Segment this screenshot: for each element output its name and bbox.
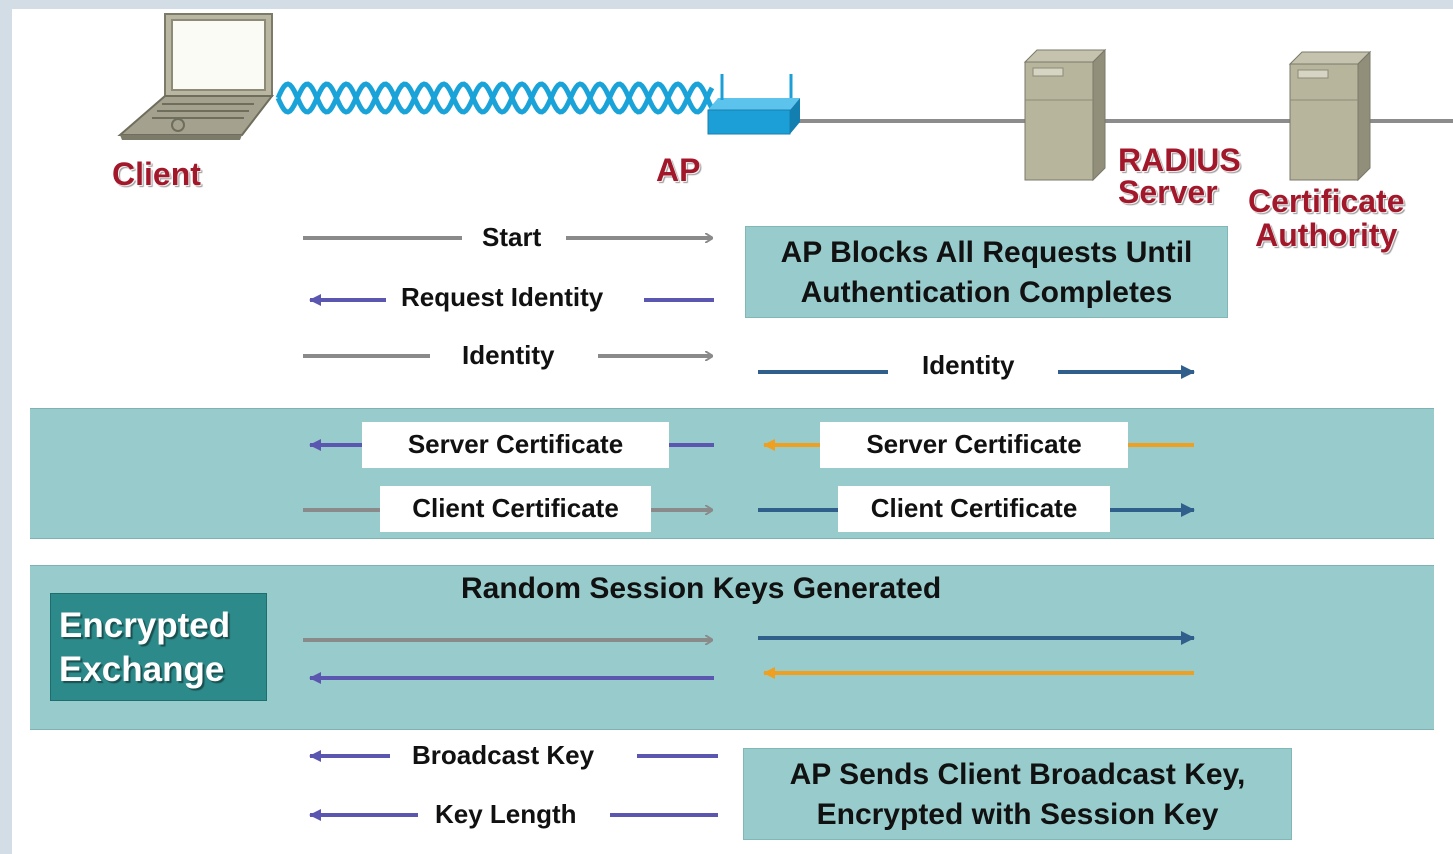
radius-label-line1: RADIUS xyxy=(1118,142,1241,178)
client-label: Client xyxy=(112,156,201,192)
client-cert-ap-text: Client Certificate xyxy=(870,493,1078,523)
client-cert-client-text: Client Certificate xyxy=(412,493,619,523)
session-keys-title: Random Session Keys Generated xyxy=(461,572,942,605)
badge-line2: Exchange xyxy=(59,650,225,689)
server-tower-icon xyxy=(1023,48,1107,182)
ca-label-line2: Authority xyxy=(1255,217,1398,253)
ap-blocks-note: AP Blocks All Requests Until Authenticat… xyxy=(745,226,1228,318)
certificate-exchange-band xyxy=(30,408,1434,539)
server-cert-radius-text: Server Certificate xyxy=(866,429,1082,459)
ap-sends-line1: AP Sends Client Broadcast Key, xyxy=(789,758,1246,791)
msg-start: Start xyxy=(482,222,542,252)
msg-server-cert-radius: Server Certificate xyxy=(820,422,1128,468)
badge-line1: Encrypted xyxy=(59,606,231,645)
msg-request-identity: Request Identity xyxy=(401,282,604,312)
laptop-icon xyxy=(117,13,275,140)
msg-identity-client: Identity xyxy=(462,340,555,370)
msg-server-cert-ap: Server Certificate xyxy=(362,422,669,468)
msg-identity-ap: Identity xyxy=(922,350,1015,380)
access-point-icon xyxy=(707,74,800,135)
ap-sends-line2: Encrypted with Session Key xyxy=(816,798,1219,831)
wireless-wave-icon xyxy=(275,81,715,115)
msg-key-length: Key Length xyxy=(435,799,577,829)
server-cert-ap-text: Server Certificate xyxy=(407,429,624,459)
ap-label: AP xyxy=(656,152,701,188)
radius-server-label: RADIUS Server xyxy=(1118,144,1241,208)
msg-broadcast-key: Broadcast Key xyxy=(412,740,595,770)
radius-label-line2: Server xyxy=(1118,174,1218,210)
ap-blocks-line2: Authentication Completes xyxy=(800,276,1173,309)
server-tower-icon xyxy=(1288,50,1372,182)
msg-client-cert-ap: Client Certificate xyxy=(838,486,1110,532)
ap-sends-note: AP Sends Client Broadcast Key, Encrypted… xyxy=(743,748,1292,840)
msg-client-cert-client: Client Certificate xyxy=(380,486,651,532)
certificate-authority-label: Certificate Authority xyxy=(1248,184,1405,252)
encrypted-exchange-badge: Encrypted Exchange xyxy=(50,593,267,701)
ap-blocks-line1: AP Blocks All Requests Until xyxy=(780,236,1193,269)
ca-label-line1: Certificate xyxy=(1248,183,1405,219)
